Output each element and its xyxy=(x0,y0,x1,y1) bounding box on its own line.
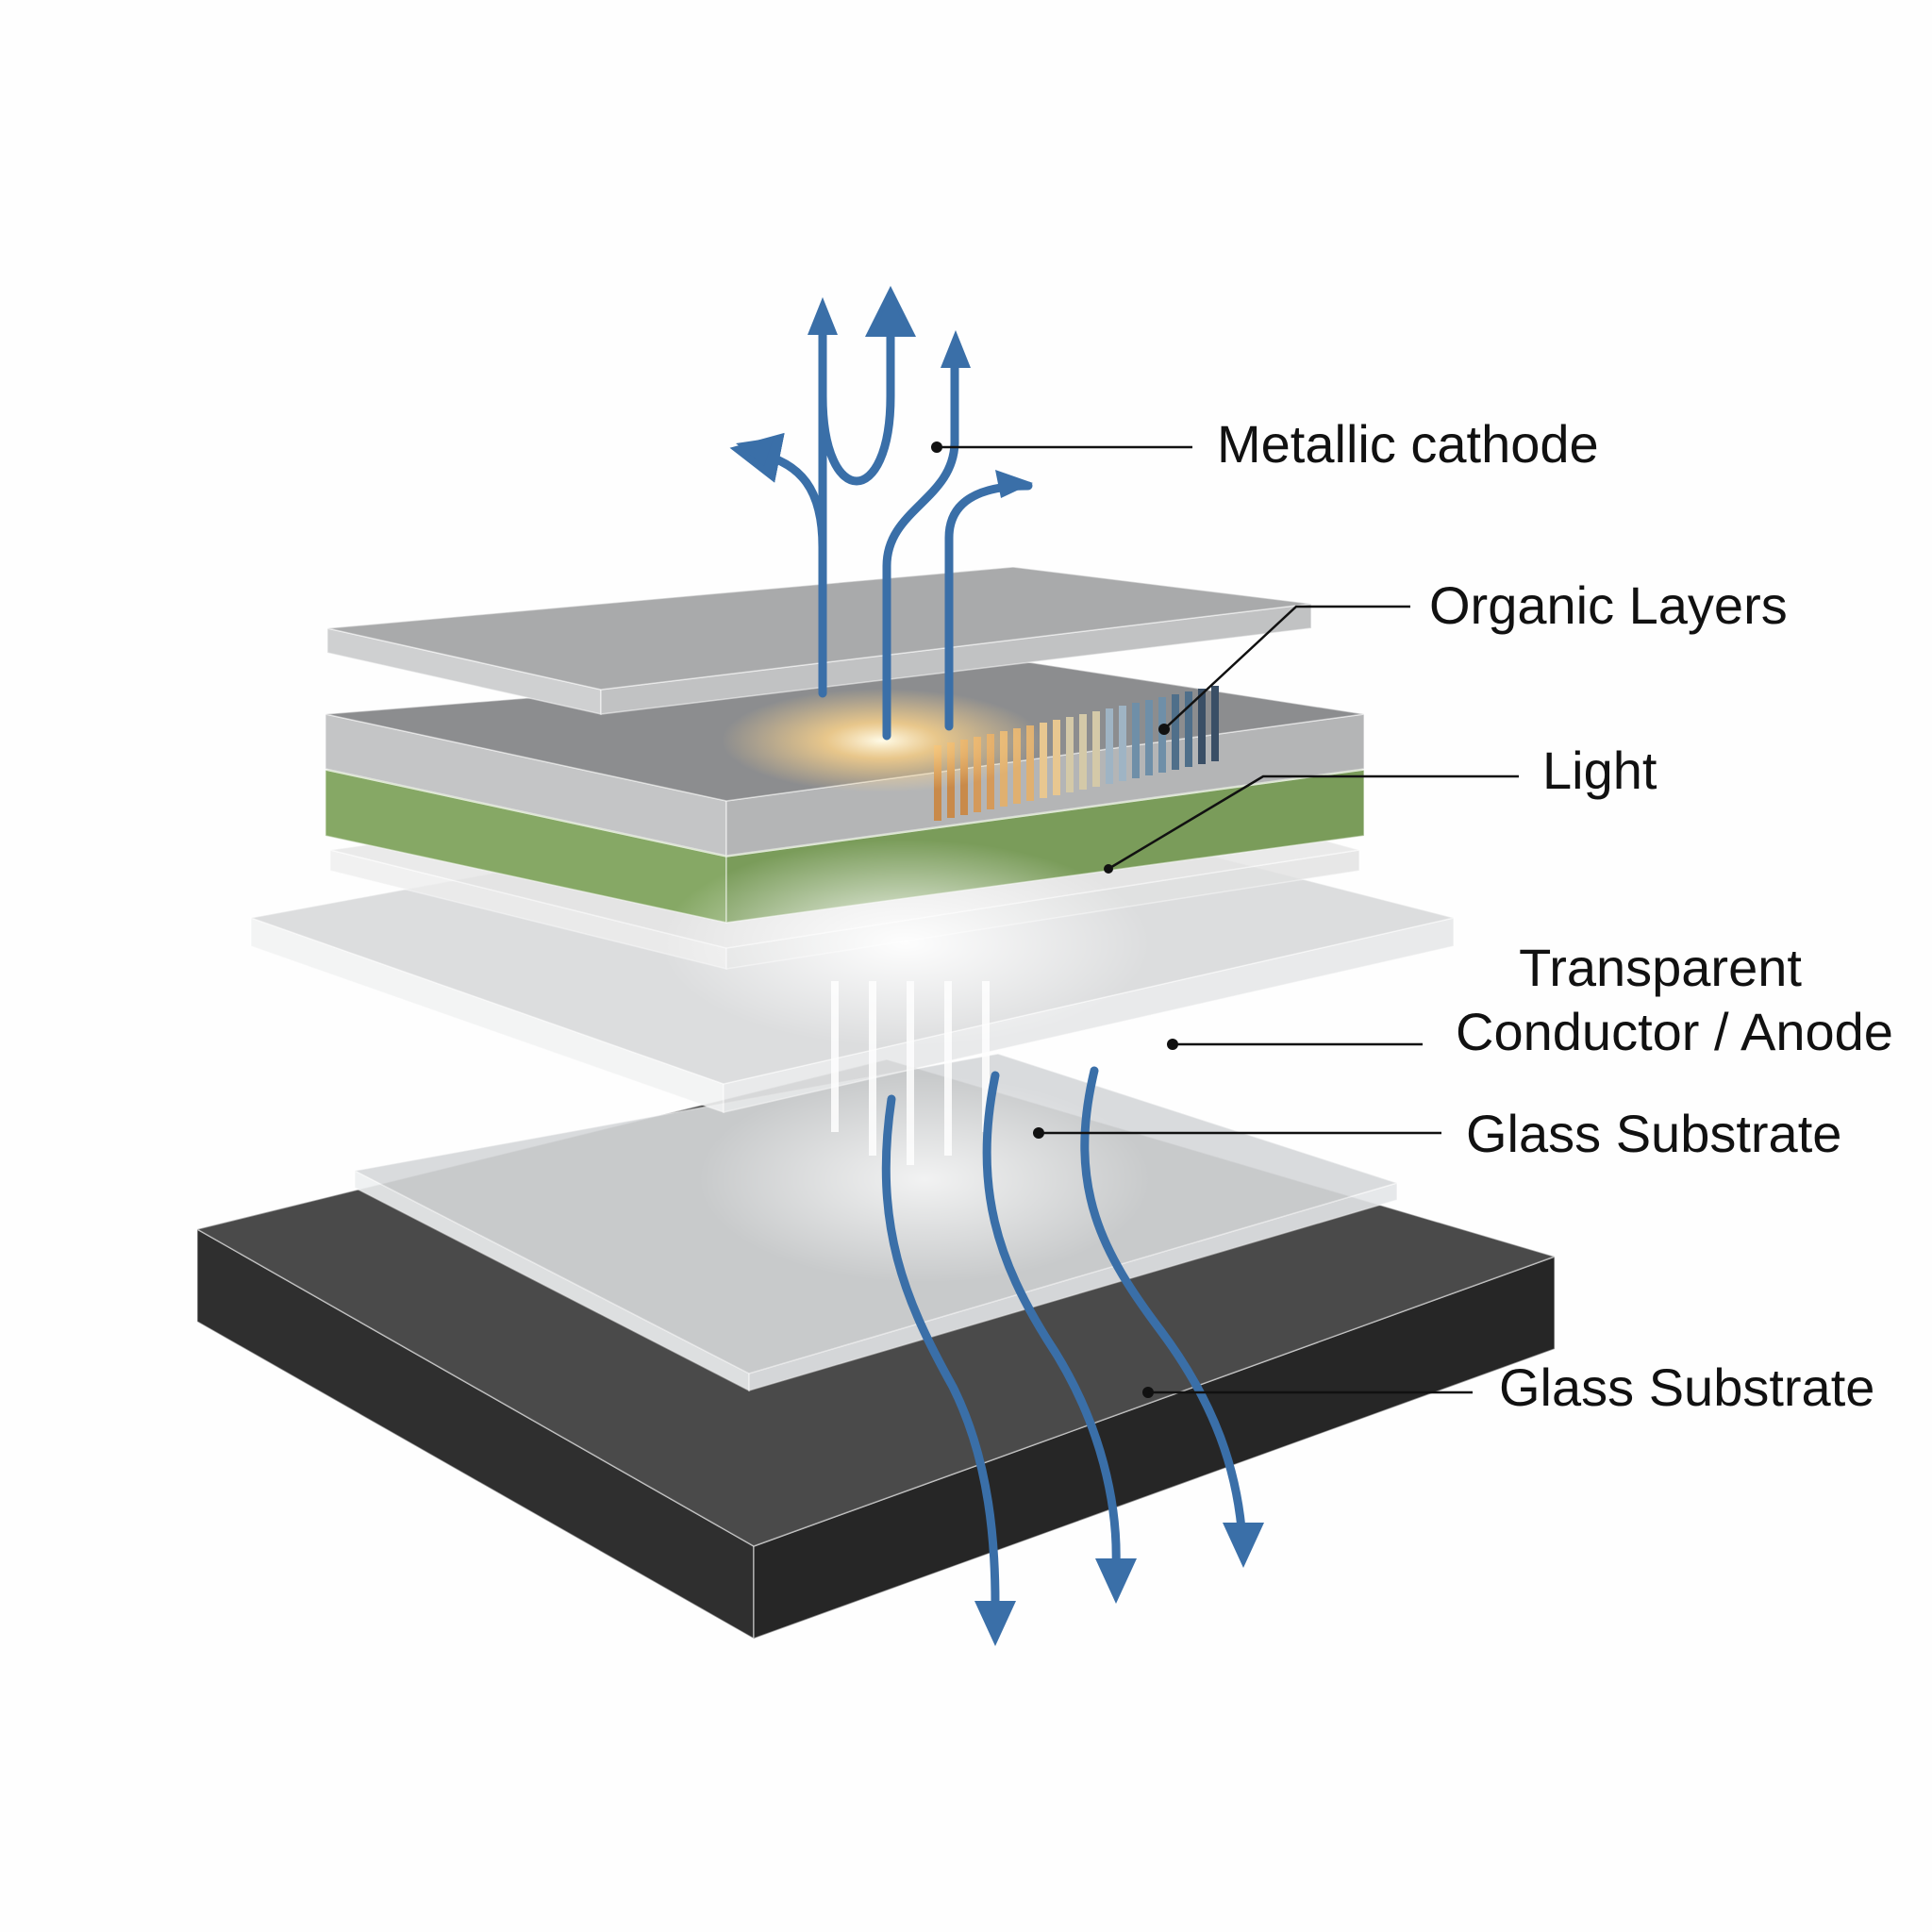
organic-stripe xyxy=(1079,714,1087,790)
light-spread-glow xyxy=(660,840,1151,1047)
label-organic-layers: Organic Layers xyxy=(1429,575,1788,635)
organic-stripe xyxy=(1053,720,1060,795)
label-transparent-anode-line2: Conductor / Anode xyxy=(1456,1002,1893,1061)
label-leaders xyxy=(931,441,1519,1398)
organic-stripe xyxy=(1158,697,1166,773)
organic-stripe xyxy=(1092,711,1100,787)
downward-flow-arrows xyxy=(881,1066,1264,1646)
organic-stripe xyxy=(1172,694,1179,770)
label-transparent-anode-line1: Transparent xyxy=(1519,938,1802,997)
organic-stripe xyxy=(1145,700,1153,775)
up-arrow-u-loop xyxy=(818,311,891,552)
organic-stripe xyxy=(1106,708,1113,784)
organic-stripe xyxy=(1026,725,1034,801)
label-glass-substrate-1: Glass Substrate xyxy=(1466,1104,1841,1163)
arrowhead xyxy=(736,292,1033,498)
up-arrow-middle xyxy=(882,344,959,741)
organic-stripe xyxy=(1132,703,1140,778)
organic-stripe xyxy=(1185,691,1192,767)
down-arrow-2 xyxy=(982,1071,1121,1571)
organic-stripe xyxy=(1040,723,1047,798)
down-arrow-3 xyxy=(1080,1066,1246,1533)
upward-flow-arrows xyxy=(729,292,1033,741)
down-arrow-1 xyxy=(881,1094,1000,1608)
arrowhead xyxy=(974,1523,1264,1646)
organic-stripe xyxy=(1211,686,1219,761)
substrate-glow xyxy=(698,1075,1151,1283)
label-metallic-cathode: Metallic cathode xyxy=(1217,414,1599,474)
label-light: Light xyxy=(1542,741,1657,800)
glass-substrate-lower-right-face xyxy=(748,1181,1398,1392)
light-emission-glow xyxy=(722,689,1042,792)
label-glass-substrate-2: Glass Substrate xyxy=(1499,1357,1874,1417)
organic-stripe xyxy=(1066,717,1074,792)
organic-stripe xyxy=(1198,689,1206,764)
organic-stripe xyxy=(1119,706,1126,781)
